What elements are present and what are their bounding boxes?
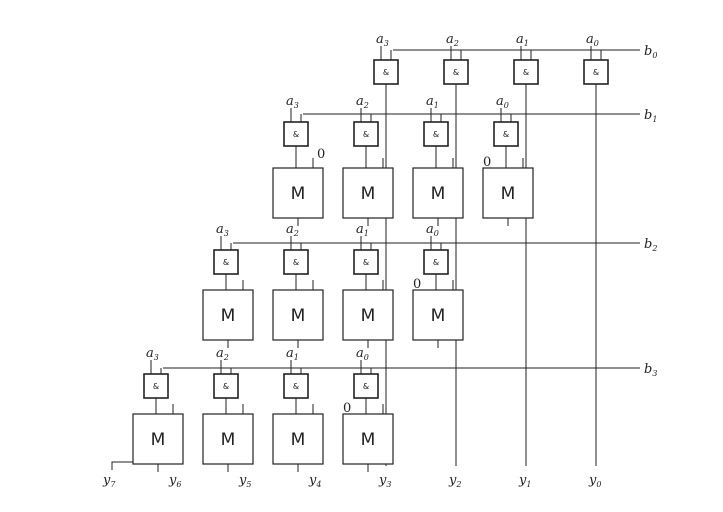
and-symbol: & [153,382,159,391]
adder-cell [272,167,324,219]
adder-symbol: M [361,306,376,326]
y-label-3: y4 [308,473,321,489]
and-gate [583,59,609,85]
a-label-r3-c0: a3 [146,346,159,362]
y7-carry-out [111,440,135,470]
a-label-r3-c2: a1 [286,346,299,362]
and-gate [423,249,449,275]
adder-cell [132,413,184,465]
adder-cell [272,289,324,341]
and-symbol: & [293,258,299,267]
and-symbol: & [523,68,529,77]
carry-in-zero: 0 [413,277,421,292]
y-label-2: y5 [238,473,251,489]
label-layer: b0 b1 b2 b3 a3 a2 a1 a0 a3 a2 a1 a0 a3 a2 a1 a0 a3 a2 a1 a0… [102,32,657,489]
and-symbol: & [363,258,369,267]
a-label-r1-c0: a3 [286,94,299,110]
and-gate [373,59,399,85]
and-gate [353,249,379,275]
y-label-0: y7 [102,473,116,489]
y-label-4: y3 [378,473,391,489]
and-symbol: & [433,130,439,139]
and-symbol: & [383,68,389,77]
a-label-r3-c3: a0 [356,346,369,362]
adder-cell [412,167,464,219]
y-label-6: y1 [518,473,531,489]
adder-symbol: M [431,306,446,326]
y-label-7: y0 [588,473,601,489]
a-label-r2-c0: a3 [216,222,229,238]
adder-symbol: M [431,184,446,204]
and-symbol: & [453,68,459,77]
adder-cell [202,289,254,341]
b-label-3: b3 [644,362,657,378]
and-symbol: & [223,258,229,267]
b-label-2: b2 [644,237,657,253]
and-gate [213,373,239,399]
and-gate [493,121,519,147]
and-gate [443,59,469,85]
carry-in-zero-top: 0 [317,147,325,162]
carry-in-zero: 0 [483,155,491,170]
and-gate [283,249,309,275]
y-label-5: y2 [448,473,461,489]
a-label-r1-c3: a0 [496,94,509,110]
and-symbol: & [223,382,229,391]
wire-layer [111,46,640,472]
b-label-1: b1 [644,108,657,124]
a-label-r0-c1: a2 [446,32,459,48]
b-label-0: b0 [644,44,657,60]
a-label-r2-c2: a1 [356,222,369,238]
adder-symbol: M [361,430,376,450]
adder-cell [342,289,394,341]
adder-symbol: M [151,430,166,450]
and-gate [353,121,379,147]
adder-cell [482,167,534,219]
and-gate [213,249,239,275]
and-symbol: & [433,258,439,267]
and-gate-layer: & & & & & & & & & & & & & & & & [143,59,609,399]
and-symbol: & [593,68,599,77]
adder-symbol: M [501,184,516,204]
adder-symbol: M [291,184,306,204]
and-gate [513,59,539,85]
adder-symbol: M [221,306,236,326]
a-label-r3-c1: a2 [216,346,229,362]
a-label-r1-c1: a2 [356,94,369,110]
adder-layer: M M M M M M M M M M M M [132,167,534,465]
adder-cell [342,413,394,465]
a-label-r0-c2: a1 [516,32,529,48]
a-label-r1-c2: a1 [426,94,439,110]
adder-symbol: M [291,430,306,450]
carry-in-zero: 0 [343,401,351,416]
and-symbol: & [363,382,369,391]
and-gate [423,121,449,147]
a-label-r2-c3: a0 [426,222,439,238]
and-gate [283,373,309,399]
adder-cell [412,289,464,341]
adder-cell [342,167,394,219]
adder-symbol: M [361,184,376,204]
and-gate [283,121,309,147]
y-label-1: y6 [168,473,181,489]
and-symbol: & [503,130,509,139]
adder-cell [272,413,324,465]
and-symbol: & [363,130,369,139]
and-symbol: & [293,130,299,139]
and-gate [353,373,379,399]
a-label-r0-c0: a3 [376,32,389,48]
a-label-r0-c3: a0 [586,32,599,48]
a-label-r2-c1: a2 [286,222,299,238]
adder-cell [202,413,254,465]
adder-symbol: M [221,430,236,450]
and-gate [143,373,169,399]
adder-symbol: M [291,306,306,326]
and-symbol: & [293,382,299,391]
